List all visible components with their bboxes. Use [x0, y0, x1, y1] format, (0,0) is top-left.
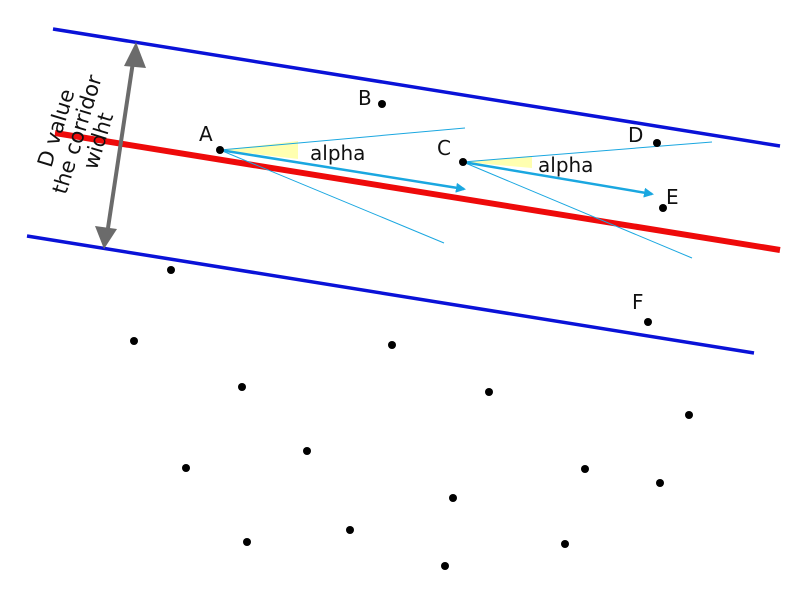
cone-edge-a-upper: [219, 127, 466, 151]
point-f: [644, 318, 652, 326]
point-a: [216, 146, 224, 154]
corridor-centerline: [54, 130, 781, 253]
point-outside-8: [182, 464, 190, 472]
point-outside-5: [485, 388, 493, 396]
point-outside-10: [656, 479, 664, 487]
corridor-width-label: D value the corridor widht: [33, 72, 118, 197]
angle-wedge-a: [220, 141, 298, 159]
point-b: [378, 100, 386, 108]
label-f: F: [632, 290, 644, 314]
corridor-upper-border: [52, 27, 781, 148]
point-outside-9: [581, 465, 589, 473]
point-outside-12: [346, 526, 354, 534]
point-outside-13: [243, 538, 251, 546]
label-c: C: [437, 136, 451, 160]
angle-label-a: alpha: [310, 141, 365, 165]
point-outside-7: [303, 447, 311, 455]
angle-wedge-c: [463, 156, 532, 168]
corridor-lower-border: [26, 234, 755, 355]
label-a: A: [199, 122, 213, 146]
point-outside-15: [441, 562, 449, 570]
point-outside-4: [238, 383, 246, 391]
point-outside-14: [561, 540, 569, 548]
point-outside-11: [449, 494, 457, 502]
label-d: D: [628, 123, 643, 147]
double-headed-arrow-icon: [95, 42, 146, 249]
cone-edge-c-lower: [462, 161, 693, 259]
point-outside-6: [685, 411, 693, 419]
point-e: [659, 204, 667, 212]
point-d: [653, 139, 661, 147]
label-e: E: [666, 185, 679, 209]
label-b: B: [358, 86, 372, 110]
heading-arrow-c: [462, 160, 654, 198]
cone-edge-a-lower: [219, 149, 445, 244]
point-outside-1: [167, 266, 175, 274]
point-c: [459, 158, 467, 166]
cone-edge-c-upper: [462, 141, 713, 163]
point-outside-2: [130, 337, 138, 345]
point-outside-3: [388, 341, 396, 349]
heading-arrow-a: [219, 148, 466, 193]
angle-label-c: alpha: [538, 153, 593, 177]
